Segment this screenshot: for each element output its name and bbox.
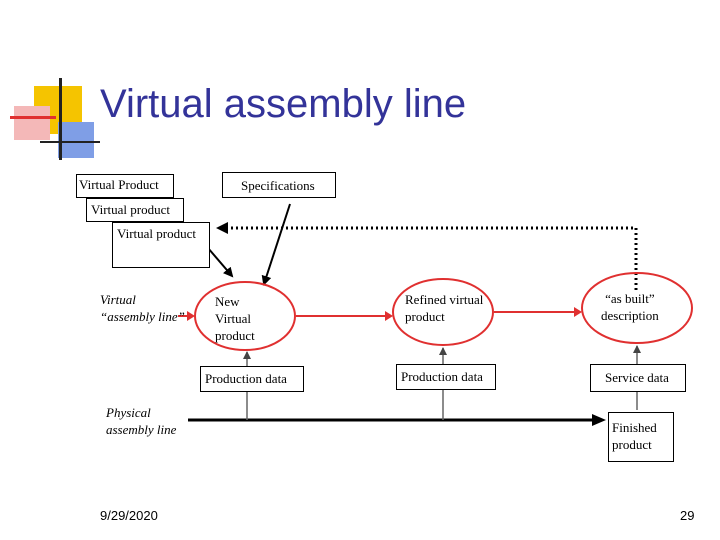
virtual-line-label: Virtual “assembly line”: [100, 292, 185, 324]
oval-as-built-description: [581, 272, 693, 344]
as-built-description-text: “as built” description: [601, 291, 659, 323]
box-finished-product: Finished product: [608, 412, 674, 462]
physical-line-label: Physical assembly line: [106, 405, 177, 437]
virtual-product-3-label: Virtual product: [117, 226, 197, 241]
logo-red-line: [10, 116, 56, 119]
arrow-virtual-product-to-new: [207, 247, 234, 278]
logo-blue-square: [58, 122, 94, 158]
box-production-data-2: Production data: [396, 364, 496, 390]
box-virtual-product-2: Virtual product: [86, 198, 184, 222]
logo-horizontal-line: [40, 141, 100, 143]
box-production-data-1: Production data: [200, 366, 304, 392]
virtual-product-2-label: Virtual product: [91, 202, 171, 217]
new-virtual-product-text: New Virtual product: [215, 294, 255, 343]
box-virtual-product-1: Virtual Product: [76, 174, 174, 198]
refined-virtual-product-text: Refined virtual product: [405, 292, 484, 324]
box-virtual-product-3: Virtual product: [112, 222, 210, 268]
logo-vertical-line: [59, 78, 62, 160]
feedback-dotted-line: [218, 226, 638, 290]
logo-pink-square: [14, 106, 50, 140]
slide-title: Virtual assembly line: [100, 82, 467, 126]
slide-date: 9/29/2020: [100, 508, 158, 523]
oval-refined-virtual-product: [392, 278, 494, 346]
specifications-label: Specifications: [241, 178, 315, 193]
virtual-product-1-label: Virtual Product: [79, 177, 159, 192]
box-service-data: Service data: [590, 364, 686, 392]
arrow-specifications-to-new: [261, 203, 291, 286]
box-specifications: Specifications: [222, 172, 336, 198]
slide-page-number: 29: [680, 508, 695, 523]
